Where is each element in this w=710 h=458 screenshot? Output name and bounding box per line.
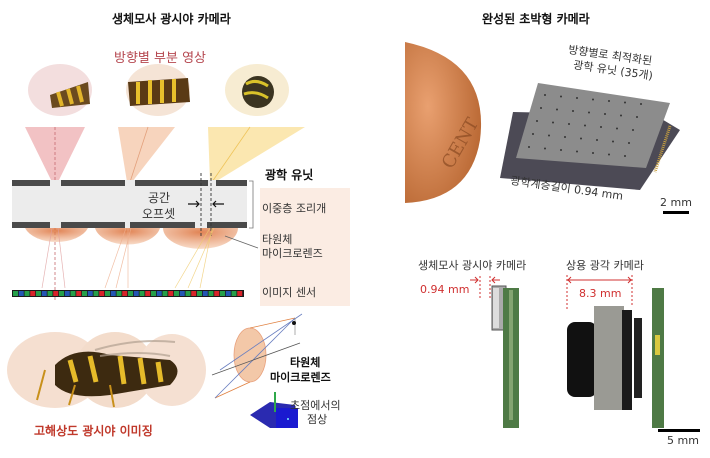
ellipsoid-schematic xyxy=(211,313,303,399)
legend-microlens-2: 마이크로렌즈 xyxy=(262,247,323,260)
legend-box xyxy=(260,188,350,306)
right-panel-title: 완성된 초박형 카메라 xyxy=(482,12,590,26)
compare-commercial-label: 상용 광각 카메라 xyxy=(566,259,644,272)
spatial-offset-label-1: 공간 xyxy=(148,191,171,205)
focal-spot-label-2: 점상 xyxy=(307,413,328,426)
partial-image-1 xyxy=(28,64,92,116)
scale-bar-top: 2 mm xyxy=(660,196,692,209)
bio-thickness-label: 0.94 mm xyxy=(420,283,470,296)
commercial-thickness-label: 8.3 mm xyxy=(579,287,622,300)
legend-sensor: 이미지 센서 xyxy=(262,286,317,299)
microlens-2 xyxy=(95,228,160,245)
wide-fov-image xyxy=(7,332,206,408)
scale-bar-bottom: 5 mm xyxy=(667,434,699,447)
focal-spot-label-1: 초점에서의 xyxy=(290,399,341,412)
aperture-bottom xyxy=(12,222,247,228)
yellow-cone xyxy=(208,127,305,182)
partial-images-label: 방향별 부분 영상 xyxy=(114,51,206,66)
ellipsoid-label-2: 마이크로렌즈 xyxy=(270,371,331,384)
legend-microlens-1: 타원체 xyxy=(262,233,293,246)
partial-image-3 xyxy=(225,64,289,116)
compare-bio-label: 생체모사 광시야 카메라 xyxy=(418,259,527,272)
focal-spot-plot xyxy=(250,392,298,428)
left-panel-title: 생체모사 광시야 카메라 xyxy=(112,12,231,26)
orange-cone xyxy=(118,127,175,182)
spatial-offset-label-2: 오프셋 xyxy=(142,207,176,221)
partial-image-2 xyxy=(126,64,190,116)
legend-aperture: 이중층 조리개 xyxy=(262,202,327,215)
optical-unit-label: 광학 유닛 xyxy=(265,168,314,182)
wide-fov-label: 고해상도 광시야 이미징 xyxy=(34,424,153,438)
microlens-1 xyxy=(25,228,88,243)
ellipsoid-label-1: 타원체 xyxy=(290,356,321,369)
microlens-3 xyxy=(163,228,238,249)
aperture-body xyxy=(12,180,247,228)
aperture-top xyxy=(12,180,247,186)
